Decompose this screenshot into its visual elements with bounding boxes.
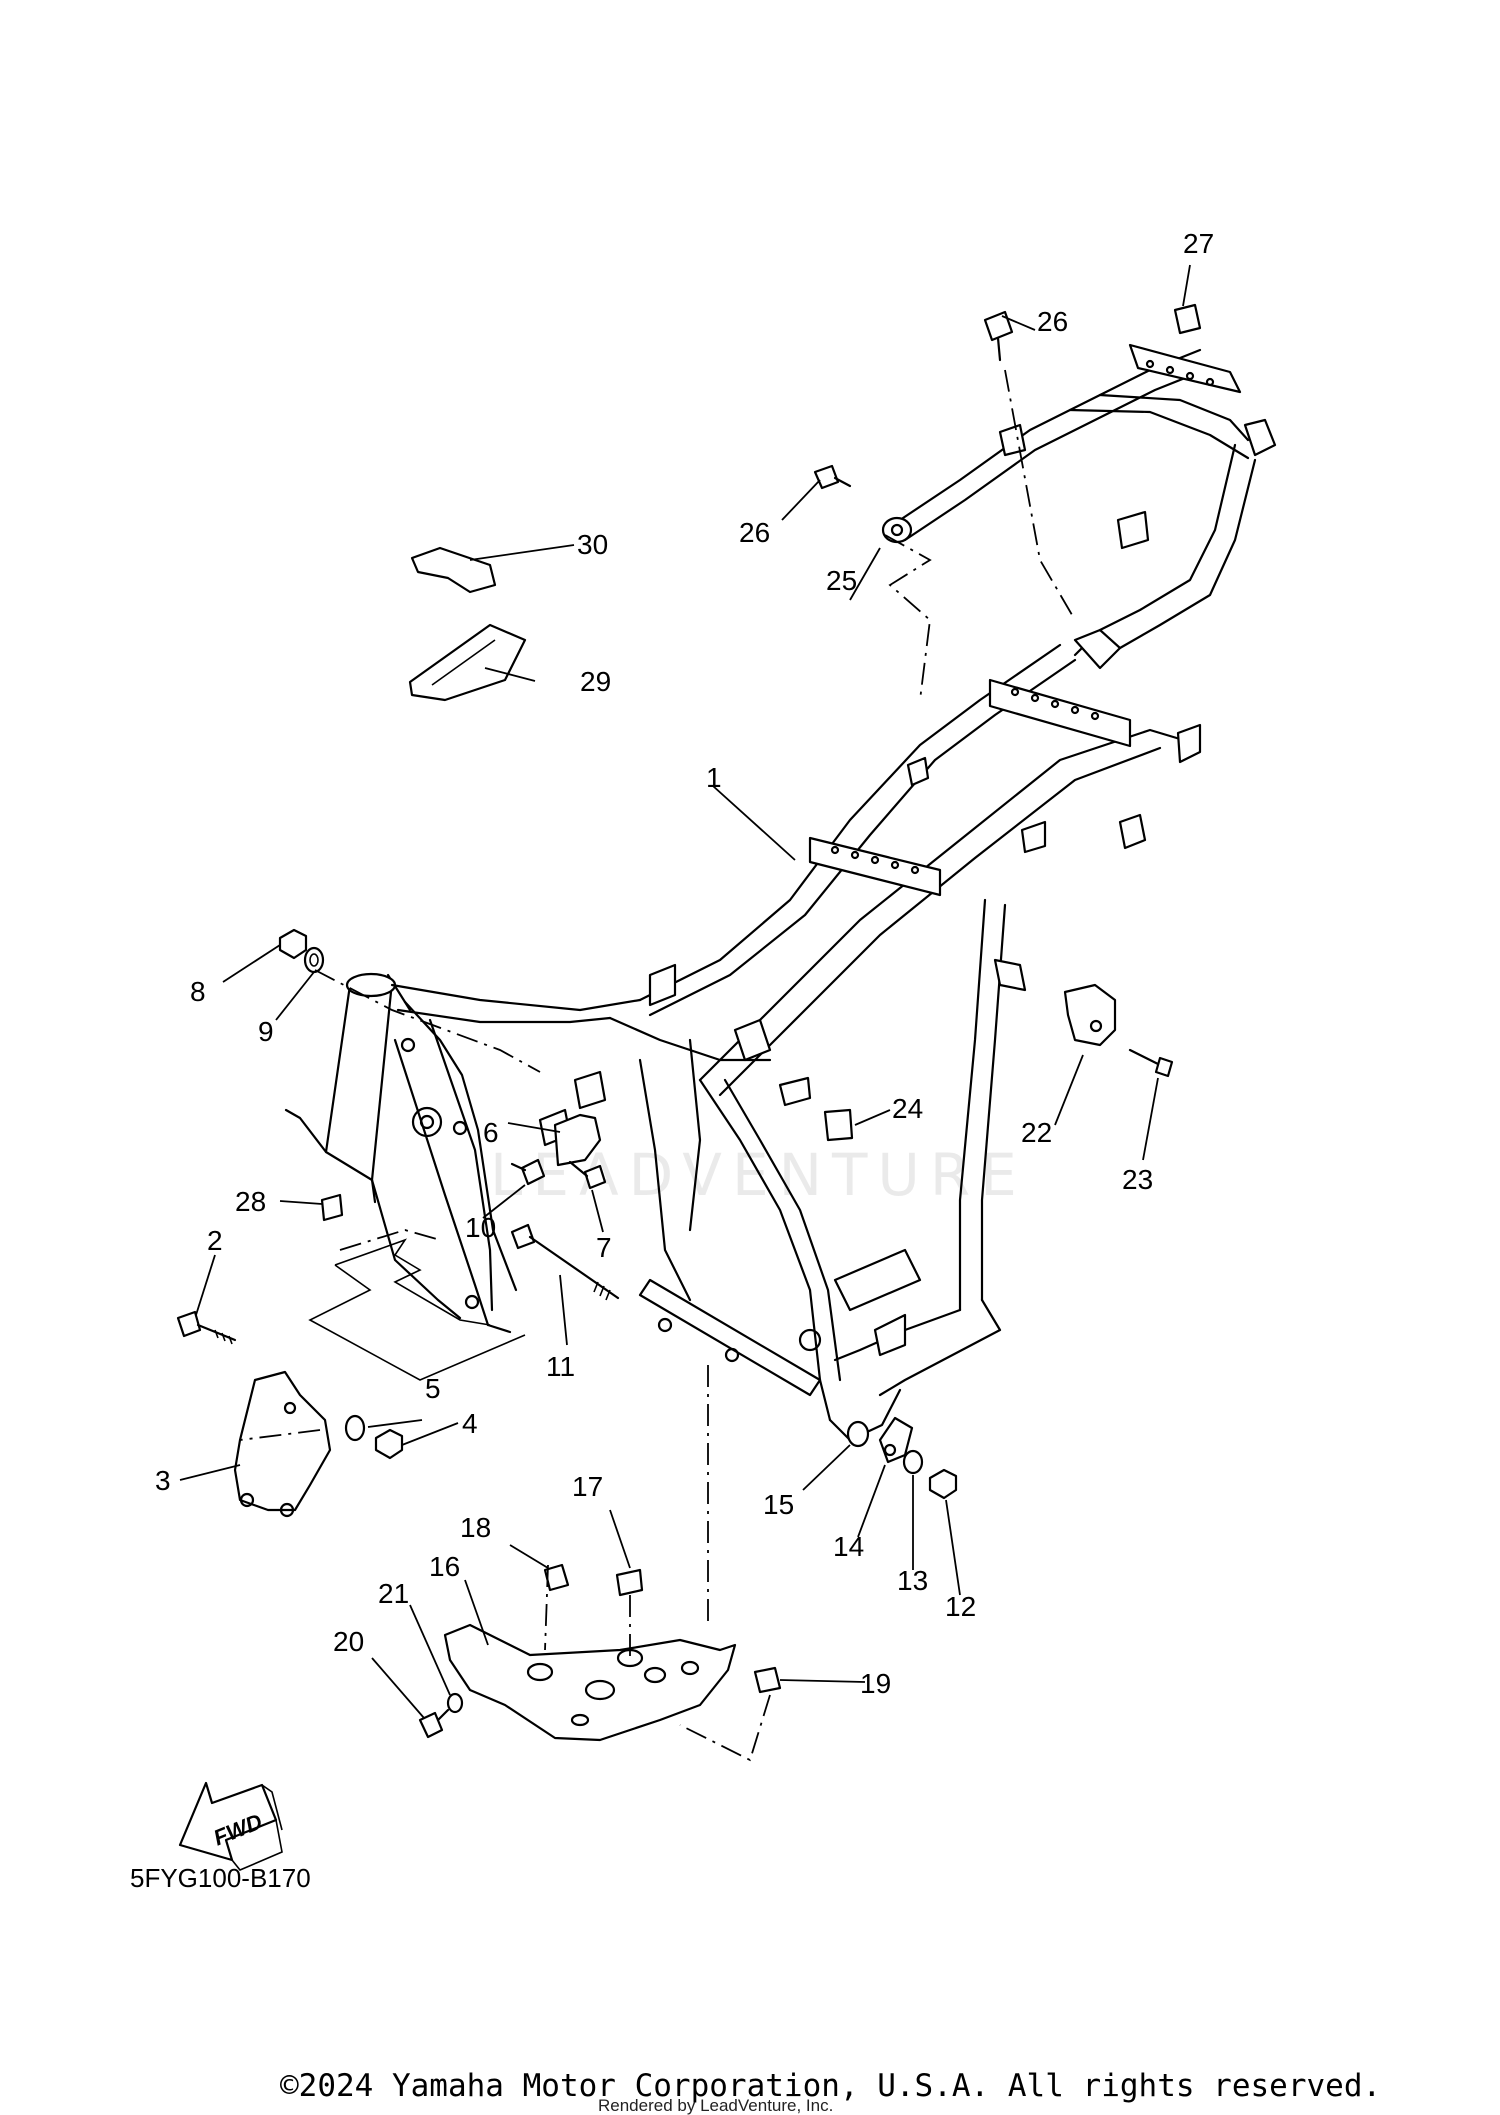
diagram-code: 5FYG100-B170 bbox=[130, 1863, 311, 1893]
bolt-23 bbox=[1128, 1048, 1164, 1068]
bolt-26-lower bbox=[813, 464, 840, 490]
label-part-1: 1 bbox=[706, 762, 722, 793]
bolt-7 bbox=[583, 1164, 607, 1190]
damper-24 bbox=[823, 1108, 854, 1142]
clip bbox=[410, 546, 497, 594]
label-part-12: 12 bbox=[945, 1591, 976, 1622]
label-part-2: 2 bbox=[207, 1225, 223, 1256]
bolt-20 bbox=[418, 1711, 444, 1739]
label-part-5: 5 bbox=[425, 1373, 441, 1404]
bracket-6 bbox=[553, 1113, 602, 1167]
label-part-27: 27 bbox=[1183, 228, 1214, 259]
label-part-22: 22 bbox=[1021, 1117, 1052, 1148]
label-part-15: 15 bbox=[763, 1489, 794, 1520]
label-part-29: 29 bbox=[580, 666, 611, 697]
label-part-26-lower: 26 bbox=[739, 517, 770, 548]
part-number-labels: 1 2 3 4 5 6 7 8 9 10 11 12 13 14 15 16 1… bbox=[155, 228, 1214, 1699]
frame-cover bbox=[408, 623, 527, 702]
label-part-8: 8 bbox=[190, 976, 206, 1007]
washer-5 bbox=[344, 1414, 366, 1442]
washer-9 bbox=[303, 946, 325, 974]
label-part-28: 28 bbox=[235, 1186, 266, 1217]
nut-4 bbox=[374, 1428, 404, 1460]
rear-subframe bbox=[881, 343, 1277, 670]
bolt-10 bbox=[520, 1158, 546, 1186]
label-part-4: 4 bbox=[462, 1408, 478, 1439]
long-bolt-11 bbox=[510, 1223, 536, 1250]
label-part-19: 19 bbox=[860, 1668, 891, 1699]
label-part-21: 21 bbox=[378, 1578, 409, 1609]
washer-21 bbox=[446, 1692, 464, 1714]
label-part-13: 13 bbox=[897, 1565, 928, 1596]
main-frame bbox=[284, 643, 1202, 1442]
engine-bracket bbox=[233, 1370, 332, 1512]
collar-27 bbox=[1173, 303, 1202, 335]
bolt-18 bbox=[543, 1563, 570, 1592]
damper-28 bbox=[320, 1193, 344, 1222]
rubber-plug-17 bbox=[615, 1568, 644, 1597]
label-part-25: 25 bbox=[826, 565, 857, 596]
label-part-17: 17 bbox=[572, 1471, 603, 1502]
washer-13 bbox=[902, 1449, 924, 1475]
label-part-18: 18 bbox=[460, 1512, 491, 1543]
assembly-lines bbox=[239, 369, 1076, 1762]
bolt-2 bbox=[176, 1310, 202, 1338]
label-part-9: 9 bbox=[258, 1016, 274, 1047]
copyright-notice: ©2024 Yamaha Motor Corporation, U.S.A. A… bbox=[280, 2068, 1381, 2104]
label-part-30: 30 bbox=[577, 529, 608, 560]
washer-15 bbox=[846, 1420, 870, 1448]
bracket-14 bbox=[878, 1416, 914, 1464]
nut-8 bbox=[278, 928, 308, 960]
label-part-10: 10 bbox=[465, 1212, 496, 1243]
label-part-7: 7 bbox=[596, 1232, 612, 1263]
label-part-20: 20 bbox=[333, 1626, 364, 1657]
label-part-11: 11 bbox=[546, 1351, 575, 1382]
leader-lines bbox=[179, 264, 1191, 1719]
bolt-19 bbox=[753, 1666, 782, 1694]
label-part-6: 6 bbox=[483, 1117, 499, 1148]
bracket-22 bbox=[1063, 983, 1117, 1047]
label-part-24: 24 bbox=[892, 1093, 923, 1124]
label-part-26-upper: 26 bbox=[1037, 306, 1068, 337]
nut-12 bbox=[928, 1468, 958, 1500]
label-part-3: 3 bbox=[155, 1465, 171, 1496]
bolt-26-upper bbox=[983, 310, 1014, 342]
label-part-23: 23 bbox=[1122, 1164, 1153, 1195]
label-part-14: 14 bbox=[833, 1531, 864, 1562]
fwd-arrow-icon: FWD bbox=[178, 1781, 283, 1871]
rendered-by-notice: Rendered by LeadVenture, Inc. bbox=[598, 2096, 833, 2115]
label-part-16: 16 bbox=[429, 1551, 460, 1582]
